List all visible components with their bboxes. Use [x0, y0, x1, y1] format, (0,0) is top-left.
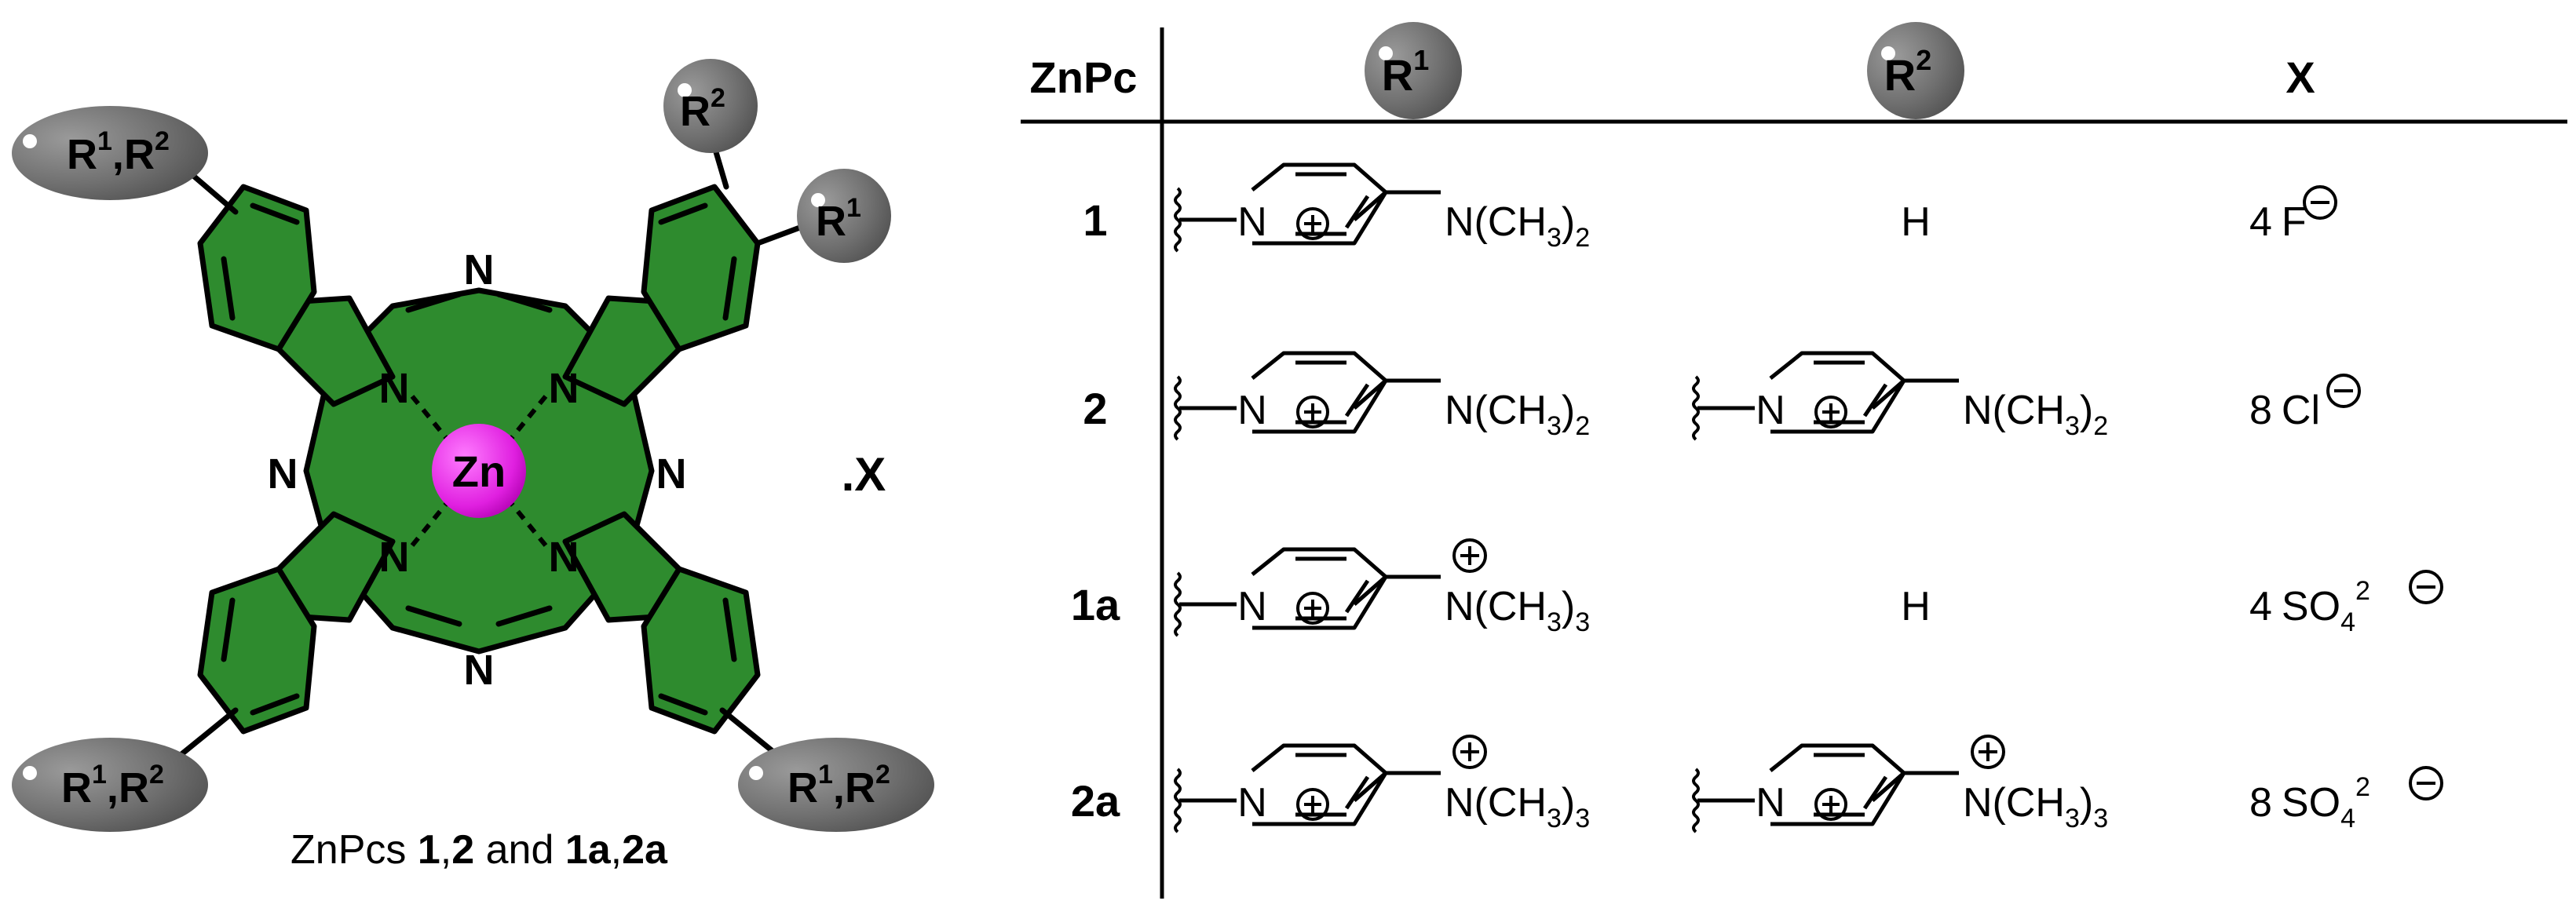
- ammonium-charge-icon: [1452, 538, 1487, 573]
- pyrrole-nitrogen-tr: N: [549, 365, 579, 412]
- structure-caption: ZnPcs 1,2 and 1a,2a: [290, 827, 668, 873]
- row-compound-id: 1a: [1071, 580, 1120, 629]
- ring-nitrogen: N: [1237, 584, 1267, 629]
- r2-value: H: [1901, 199, 1931, 245]
- substituent-blob-bl: R1,R2: [12, 738, 208, 832]
- trimethylammonium-label: N(CH3)3: [1445, 584, 1590, 637]
- pyrrole-nitrogen-tl: N: [379, 365, 410, 412]
- row-compound-id: 1: [1083, 195, 1107, 245]
- svg-text:R1,R2: R1,R2: [67, 126, 170, 178]
- dimethylamino-label: N(CH3)2: [1445, 199, 1590, 253]
- row-compound-id: 2: [1083, 384, 1107, 433]
- ring-nitrogen: N: [1237, 388, 1267, 433]
- substituent-blob-br: R1,R2: [738, 738, 934, 832]
- zinc-center: Zn: [432, 424, 526, 518]
- meso-nitrogen-top: N: [464, 246, 495, 294]
- header-r1: R1: [1365, 22, 1462, 119]
- meso-nitrogen-right: N: [656, 450, 687, 498]
- table-row-2a: 2a N N(CH3)3 N N(CH3)3: [1071, 735, 2443, 833]
- table-header: ZnPc R1 R2 X: [1030, 22, 2315, 119]
- pyrrole-nitrogen-bl: N: [379, 534, 410, 581]
- substituent-blob-tr-r2: R2: [663, 59, 758, 153]
- substituent-blob-tr-r1: R1: [797, 169, 891, 263]
- zinc-label: Zn: [452, 447, 506, 496]
- svg-text:R1,R2: R1,R2: [787, 760, 890, 811]
- ring-nitrogen: N: [1756, 388, 1785, 433]
- ring-nitrogen: N: [1237, 780, 1267, 826]
- r2-pyridinium-substituent: N N(CH3)3: [1694, 735, 2108, 833]
- ring-nitrogen: N: [1756, 780, 1785, 826]
- row-compound-id: 2a: [1071, 776, 1120, 826]
- r1-pyridinium-substituent: N N(CH3)3: [1175, 538, 1590, 637]
- svg-text:R1,R2: R1,R2: [61, 760, 164, 811]
- header-r2: R2: [1867, 22, 1964, 119]
- trimethylammonium-label: N(CH3)3: [1445, 780, 1590, 833]
- header-x: X: [2286, 53, 2315, 102]
- pyrrole-nitrogen-br: N: [549, 534, 579, 581]
- double-bonds: [221, 202, 737, 716]
- benzo-ring-br: [641, 566, 761, 735]
- macrocycle-core: [197, 184, 761, 735]
- coordination-bonds: [410, 395, 548, 547]
- benzo-ring-tl: [197, 184, 317, 352]
- r2-pyridinium-substituent: N N(CH3)2: [1694, 353, 2108, 441]
- r1-pyridinium-substituent: N N(CH3)2: [1175, 353, 1590, 441]
- r1-pyridinium-substituent: N N(CH3)2: [1175, 165, 1590, 253]
- r2-value: H: [1901, 584, 1931, 629]
- r1-pyridinium-substituent: N N(CH3)3: [1175, 735, 1590, 833]
- ring-nitrogen: N: [1237, 199, 1267, 245]
- salt-label: .X: [842, 448, 886, 501]
- svg-text:4F: 4F: [2249, 199, 2307, 245]
- nitrogen-labels: N N N N N N N N: [268, 246, 687, 694]
- svg-text:R1: R1: [816, 193, 861, 245]
- svg-text:R2: R2: [1884, 44, 1931, 100]
- dimethylamino-label: N(CH3)2: [1445, 388, 1590, 441]
- ammonium-charge-icon: [1971, 735, 2005, 769]
- svg-text:R1: R1: [1382, 44, 1429, 100]
- substituent-blob-tl: R1,R2: [12, 106, 208, 200]
- trimethylammonium-label: N(CH3)3: [1963, 780, 2108, 833]
- ammonium-charge-icon: [1452, 735, 1487, 769]
- dimethylamino-label: N(CH3)2: [1963, 388, 2108, 441]
- svg-text:R2: R2: [680, 83, 725, 135]
- benzo-ring-tr: [641, 184, 761, 352]
- zinc-phthalocyanine-structure: N N N N N N N N Zn R1,R2 R2 R1: [12, 59, 934, 873]
- zinc-atom: [432, 424, 526, 518]
- meso-nitrogen-left: N: [268, 450, 298, 498]
- svg-text:8Cl: 8Cl: [2249, 388, 2320, 433]
- benzo-ring-bl: [197, 566, 317, 735]
- header-compound: ZnPc: [1030, 53, 1138, 102]
- meso-nitrogen-bottom: N: [464, 647, 495, 694]
